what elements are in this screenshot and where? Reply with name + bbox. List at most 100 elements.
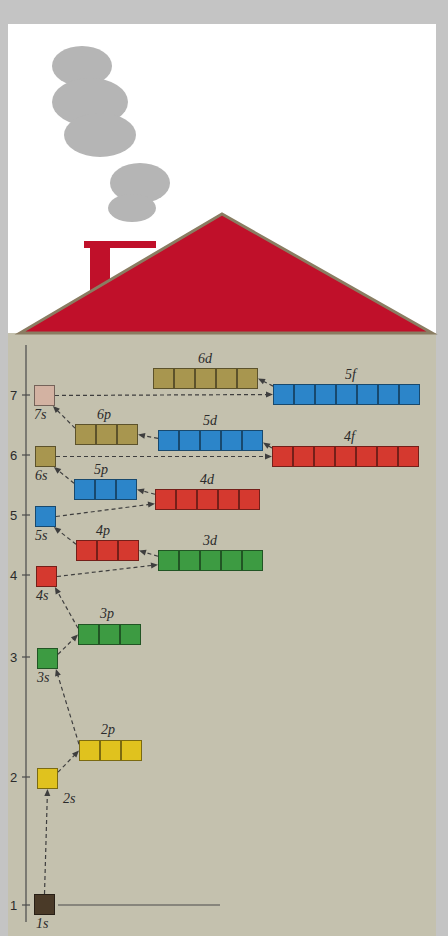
orbital-label: 6d (198, 352, 212, 366)
filling-arrow (58, 751, 79, 773)
orbital-label: 5p (94, 463, 108, 477)
sky (8, 24, 436, 334)
orbital-cell (242, 550, 263, 571)
shell-number: 1 (10, 899, 17, 912)
orbital-label: 3d (203, 534, 217, 548)
orbital-cell (377, 446, 398, 467)
orbital-label: 6s (35, 469, 47, 483)
orbital-box: 1s (34, 894, 55, 915)
orbital-label: 4s (36, 589, 48, 603)
orbital-box: 6s (35, 446, 56, 467)
dashed-line (57, 565, 152, 576)
arrow-head (44, 789, 50, 796)
orbital-box: 6d (153, 368, 258, 389)
filling-arrow (55, 587, 78, 628)
orbital-box: 4s (36, 566, 57, 587)
orbital-label: 7s (34, 408, 46, 422)
shell-number: 3 (10, 651, 17, 664)
orbital-cell (158, 430, 179, 451)
orbital-cell (336, 384, 357, 405)
orbital-cell (118, 540, 139, 561)
orbital-box: 4f (272, 446, 419, 467)
orbital-cell (116, 479, 137, 500)
dashed-line (58, 639, 74, 655)
orbital-cell (398, 446, 419, 467)
dashed-line (56, 456, 266, 457)
orbital-cell (121, 740, 142, 761)
orbital-cell (239, 489, 260, 510)
orbital-cell (37, 768, 58, 789)
orbital-cell (315, 384, 336, 405)
orbital-box: 4d (155, 489, 260, 510)
orbital-box: 5p (74, 479, 137, 500)
arrow-head (265, 454, 272, 460)
orbital-label: 6p (97, 408, 111, 422)
orbital-cell (335, 446, 356, 467)
orbital-cell (357, 384, 378, 405)
filling-arrow (55, 392, 273, 398)
chimney-cap (84, 241, 156, 248)
orbital-cell (35, 446, 56, 467)
orbital-label: 1s (36, 917, 48, 931)
orbital-cell (221, 430, 242, 451)
orbital-box: 7s (34, 385, 55, 406)
orbital-cell (100, 740, 121, 761)
orbital-box: 5d (158, 430, 263, 451)
arrow-head (55, 587, 61, 595)
orbital-cell (294, 384, 315, 405)
orbital-box: 3s (37, 648, 58, 669)
orbital-cell (74, 479, 95, 500)
dashed-line (59, 531, 76, 545)
filling-arrow (53, 406, 75, 428)
orbital-cell (153, 368, 174, 389)
dashed-line (56, 504, 149, 516)
arrow-head (137, 488, 145, 494)
orbital-cell (195, 368, 216, 389)
orbital-box: 5s (35, 506, 56, 527)
dashed-line (144, 436, 158, 439)
filling-arrow (57, 563, 158, 577)
orbital-cell (237, 368, 258, 389)
orbital-cell (218, 489, 239, 510)
roof (20, 214, 432, 333)
axis-ticks (22, 395, 30, 905)
orbital-cell (176, 489, 197, 510)
orbital-cell (273, 384, 294, 405)
arrow-head (54, 467, 61, 474)
orbital-cell (34, 894, 55, 915)
orbital-cell (197, 489, 218, 510)
orbital-box: 4p (76, 540, 139, 561)
dashed-line (45, 795, 48, 894)
orbital-cell (97, 540, 118, 561)
orbital-cell (96, 424, 117, 445)
filling-arrow (138, 433, 158, 439)
arrow-head (138, 433, 145, 439)
orbital-label: 5s (35, 529, 47, 543)
orbital-cell (35, 506, 56, 527)
orbital-cell (200, 430, 221, 451)
arrow-head (148, 502, 155, 508)
orbital-label: 4p (96, 524, 110, 538)
orbital-box: 2s (37, 768, 58, 789)
orbital-cell (399, 384, 420, 405)
orbital-cell (356, 446, 377, 467)
orbital-cell (158, 550, 179, 571)
orbital-cell (293, 446, 314, 467)
orbital-cell (120, 624, 141, 645)
filling-arrow (139, 550, 158, 557)
shell-number: 7 (10, 389, 17, 402)
arrow-head (53, 406, 60, 413)
orbital-cell (37, 648, 58, 669)
orbital-cell (78, 624, 99, 645)
orbital-cell (75, 424, 96, 445)
orbital-label: 3s (37, 671, 49, 685)
dashed-line (57, 410, 75, 428)
orbital-box: 6p (75, 424, 138, 445)
arrow-head (139, 550, 147, 556)
arrow-head (71, 635, 78, 642)
orbital-cell (272, 446, 293, 467)
filling-arrow (58, 635, 78, 655)
orbital-label: 5d (203, 414, 217, 428)
orbital-cell (155, 489, 176, 510)
